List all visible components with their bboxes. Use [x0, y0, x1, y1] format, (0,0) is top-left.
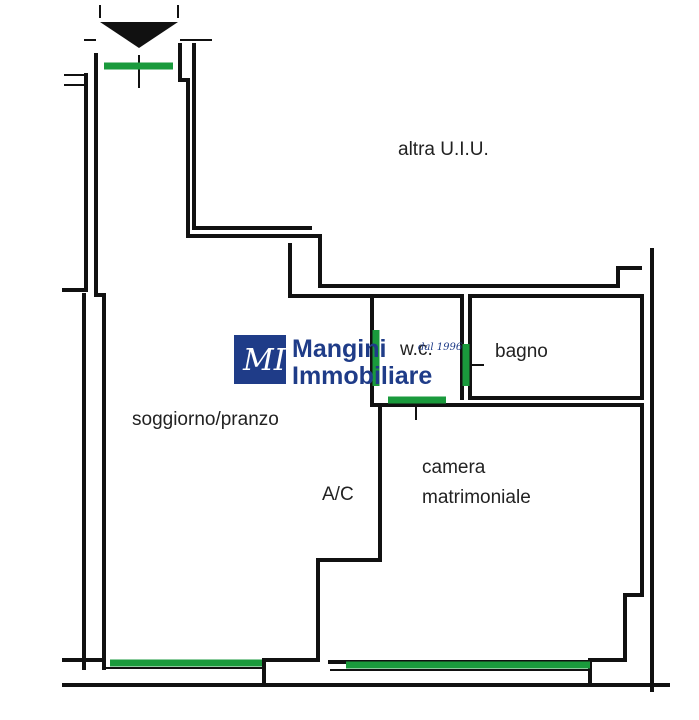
room-label-other-unit: altra U.I.U. — [398, 139, 489, 160]
logo-monogram-box — [234, 335, 286, 384]
room-label-ac: A/C — [322, 484, 354, 505]
room-label-bath: bagno — [495, 341, 548, 362]
room-label-bedroom-1: camera — [422, 457, 486, 478]
logo-year: dal 1996 — [418, 342, 463, 353]
logo-name-line2: Immobiliare — [292, 362, 432, 390]
entrance-arrow-icon — [100, 22, 178, 48]
room-label-bedroom-2: matrimoniale — [422, 487, 531, 508]
logo-monogram: MI — [242, 343, 287, 378]
room-label-living: soggiorno/pranzo — [132, 409, 279, 430]
windows — [104, 62, 590, 669]
outer-walls — [62, 43, 670, 692]
room-label-wc: w.c. — [399, 339, 433, 360]
entrance-marker — [84, 5, 212, 88]
agency-logo: MI Mangini dal 1996 Immobiliare — [234, 335, 463, 390]
logo-name-line1: Mangini — [292, 335, 386, 363]
